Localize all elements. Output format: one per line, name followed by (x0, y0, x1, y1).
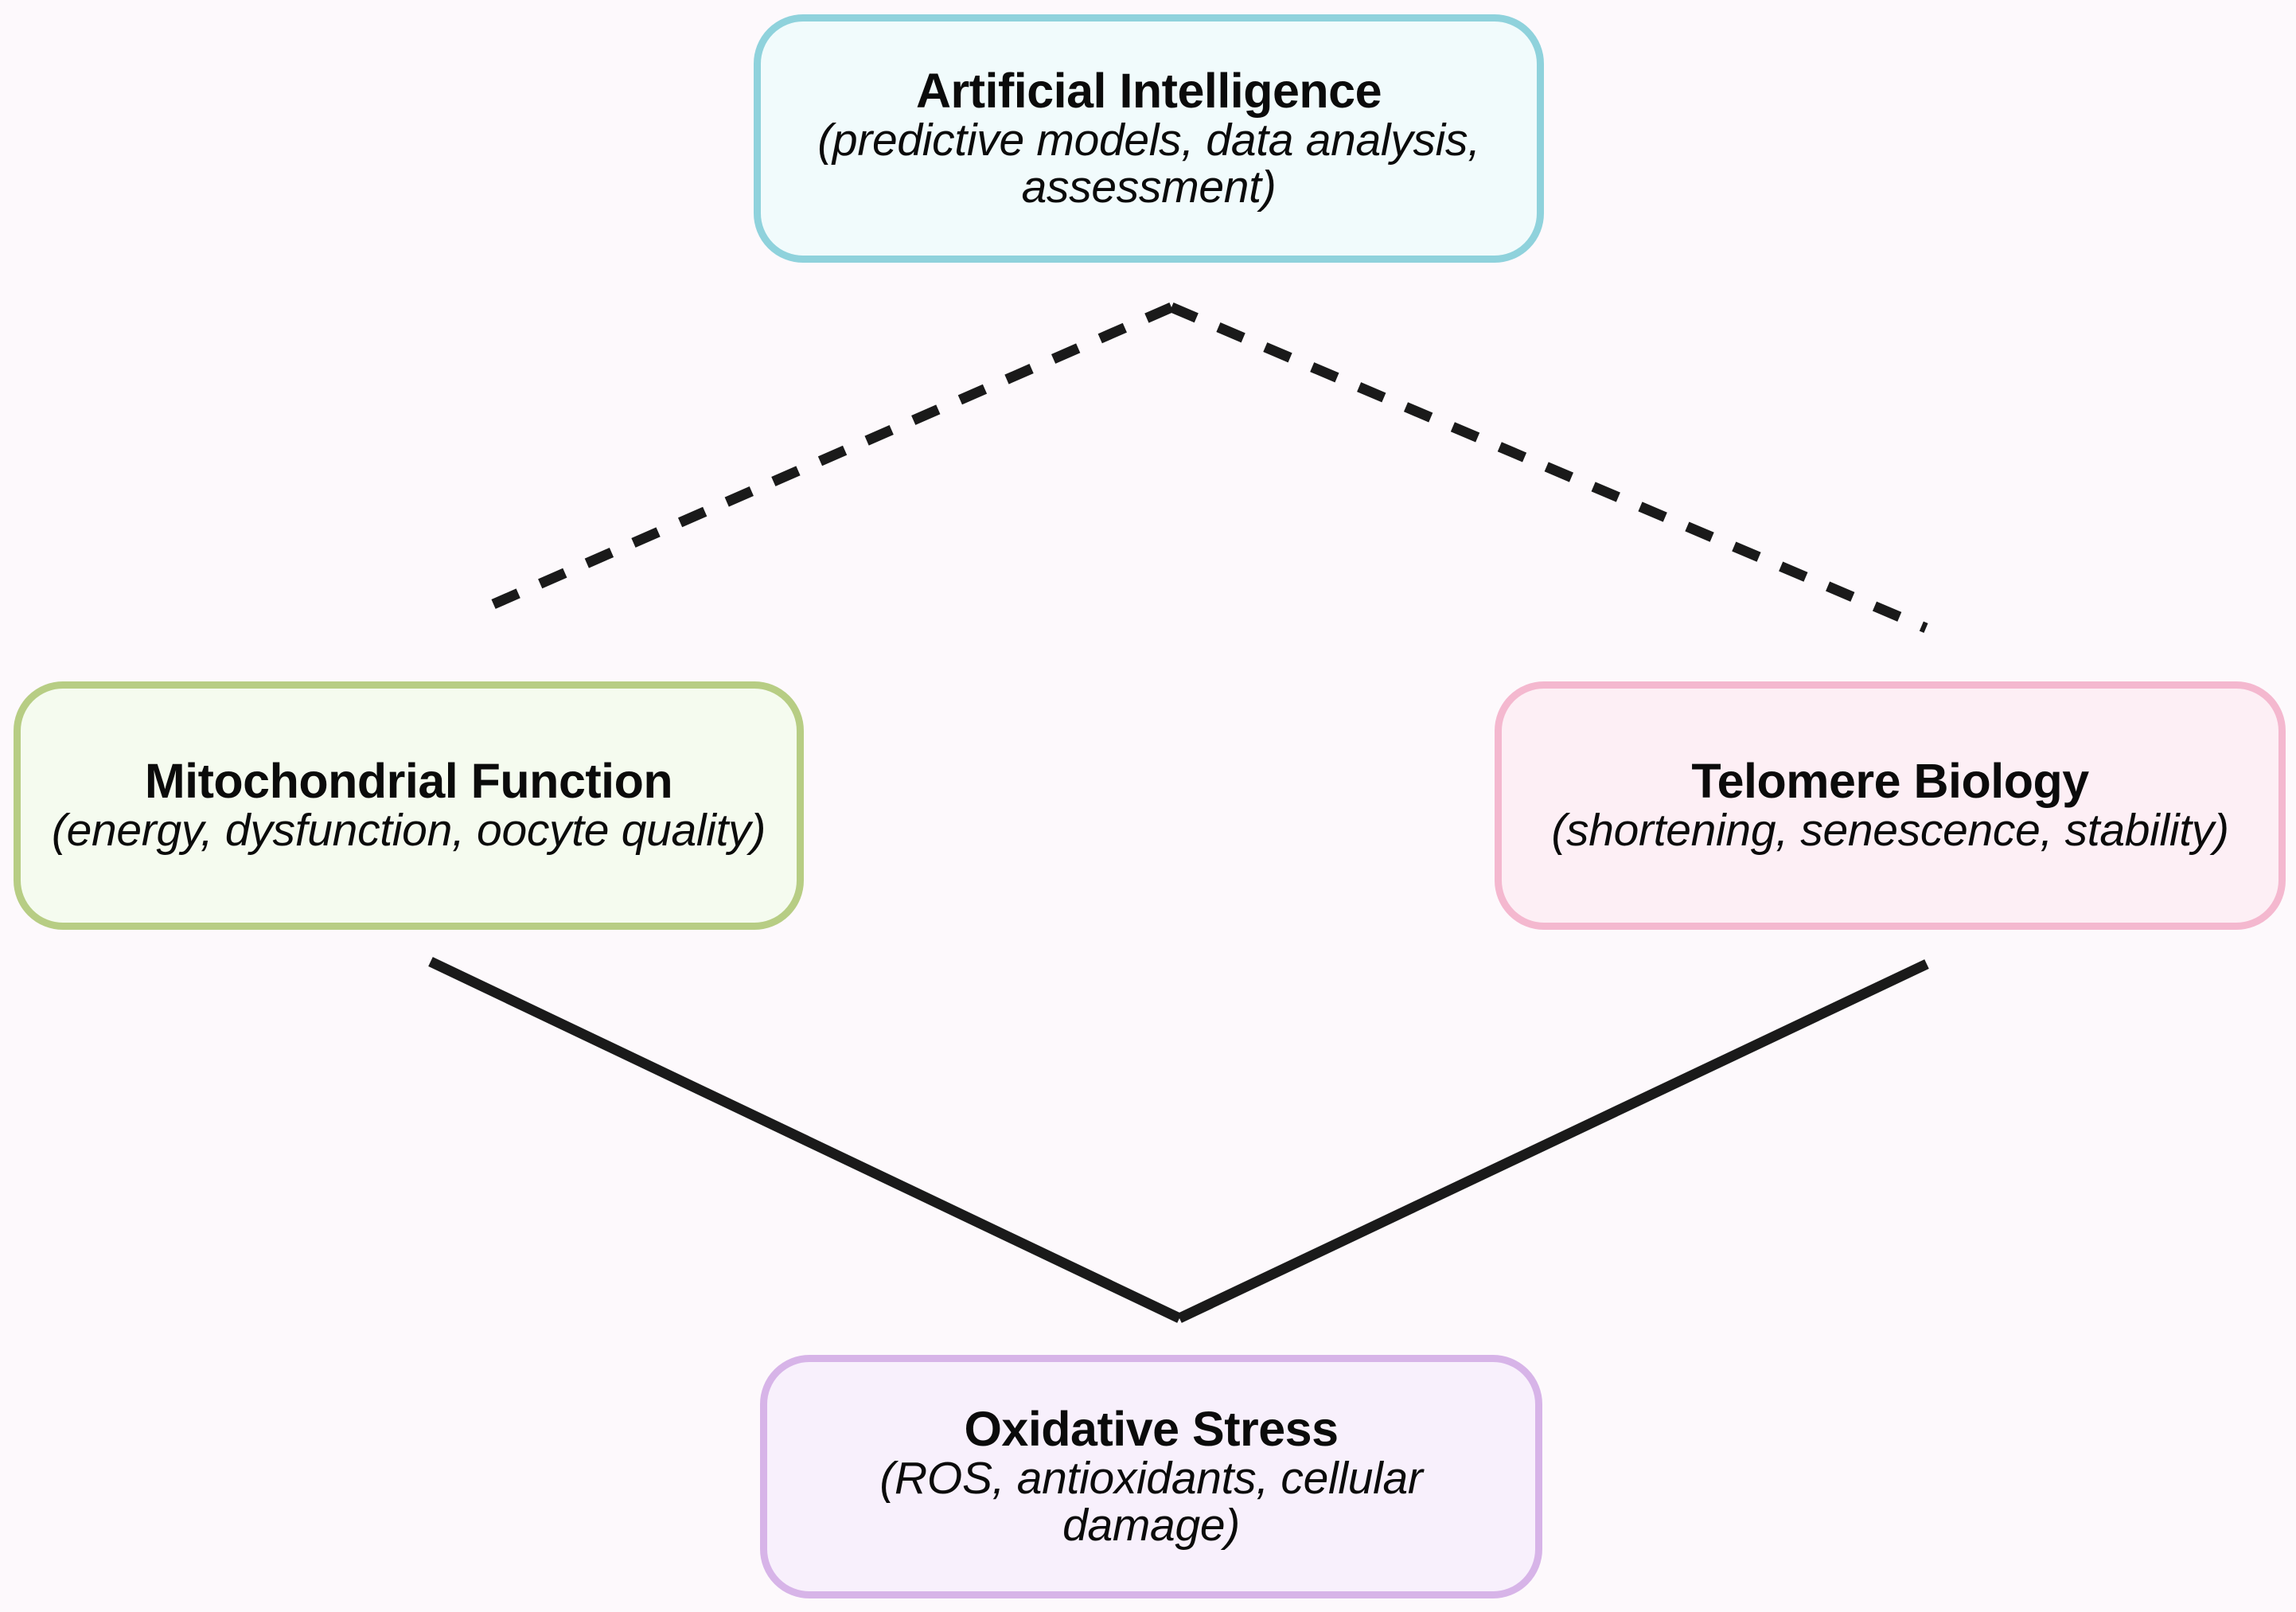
node-subtitle: (shortening, senescence, stability) (1551, 805, 2229, 857)
node-title: Artificial Intelligence (915, 63, 1382, 118)
node-mitochondrial-function[interactable]: Mitochondrial Function (energy, dysfunct… (14, 681, 804, 930)
node-artificial-intelligence[interactable]: Artificial Intelligence (predictive mode… (754, 14, 1544, 263)
node-title: Oxidative Stress (964, 1401, 1339, 1456)
node-subtitle: (ROS, antioxidants, cellular damage) (879, 1452, 1423, 1552)
node-title: Telomere Biology (1691, 754, 2089, 809)
connector-ai-to-telomere (1169, 302, 1928, 633)
node-telomere-biology[interactable]: Telomere Biology (shortening, senescence… (1495, 681, 2286, 930)
node-subtitle: (predictive models, data analysis, asses… (817, 114, 1480, 213)
connector-ai-to-mitochondrial (478, 302, 1174, 615)
connector-mitochondrial-to-oxidative (428, 957, 1182, 1323)
node-title: Mitochondrial Function (144, 754, 673, 809)
connector-telomere-to-oxidative (1177, 959, 1929, 1323)
node-oxidative-stress[interactable]: Oxidative Stress (ROS, antioxidants, cel… (760, 1355, 1542, 1598)
node-subtitle: (energy, dysfunction, oocyte quality) (51, 805, 766, 857)
